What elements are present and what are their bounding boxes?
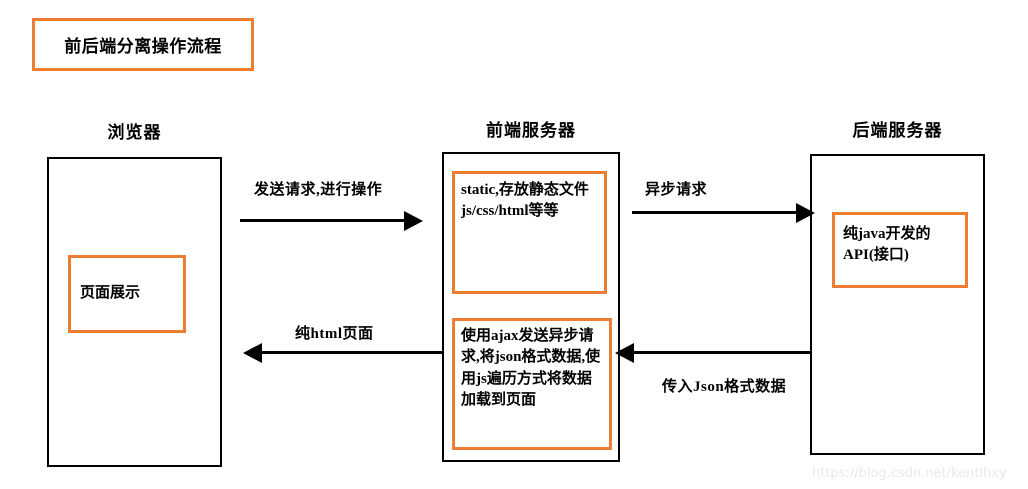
arrow-pure-html-line bbox=[255, 351, 442, 354]
watermark: https://blog.csdn.net/kentlhxy bbox=[812, 466, 1007, 481]
arrow-label-pure-html: 纯html页面 bbox=[295, 326, 374, 342]
arrow-label-async-request: 异步请求 bbox=[645, 182, 708, 198]
arrow-async-request-head-icon bbox=[796, 203, 815, 223]
ajax-request-box: 使用ajax发送异步请求,将json格式数据,使用js遍历方式将数据加载到页面 bbox=[452, 318, 612, 450]
arrow-json-data-line bbox=[630, 351, 810, 354]
backend-server-container bbox=[810, 154, 985, 455]
page-display-label: 页面展示 bbox=[80, 285, 141, 302]
arrow-label-json-data: 传入Json格式数据 bbox=[662, 379, 787, 395]
arrow-async-request-line bbox=[632, 211, 804, 214]
arrow-pure-html-head-icon bbox=[243, 343, 262, 363]
ajax-request-label: 使用ajax发送异步请求,将json格式数据,使用js遍历方式将数据加载到页面 bbox=[461, 328, 601, 408]
java-api-label: 纯java开发的API(接口) bbox=[843, 226, 931, 264]
static-files-label: static,存放静态文件js/css/html等等 bbox=[461, 182, 589, 220]
column-header-browser: 浏览器 bbox=[107, 123, 162, 142]
diagram-title: 前后端分离操作流程 bbox=[64, 37, 222, 56]
java-api-box: 纯java开发的API(接口) bbox=[832, 212, 968, 288]
column-header-frontend: 前端服务器 bbox=[486, 121, 576, 140]
arrow-json-data-head-icon bbox=[615, 343, 634, 363]
arrow-send-request-head-icon bbox=[404, 211, 423, 231]
page-display-box: 页面展示 bbox=[68, 255, 186, 333]
diagram-title-box: 前后端分离操作流程 bbox=[32, 18, 254, 71]
static-files-box: static,存放静态文件js/css/html等等 bbox=[452, 171, 607, 294]
column-header-backend: 后端服务器 bbox=[852, 121, 943, 140]
arrow-send-request-line bbox=[240, 219, 412, 222]
arrow-label-send-request: 发送请求,进行操作 bbox=[254, 182, 383, 198]
